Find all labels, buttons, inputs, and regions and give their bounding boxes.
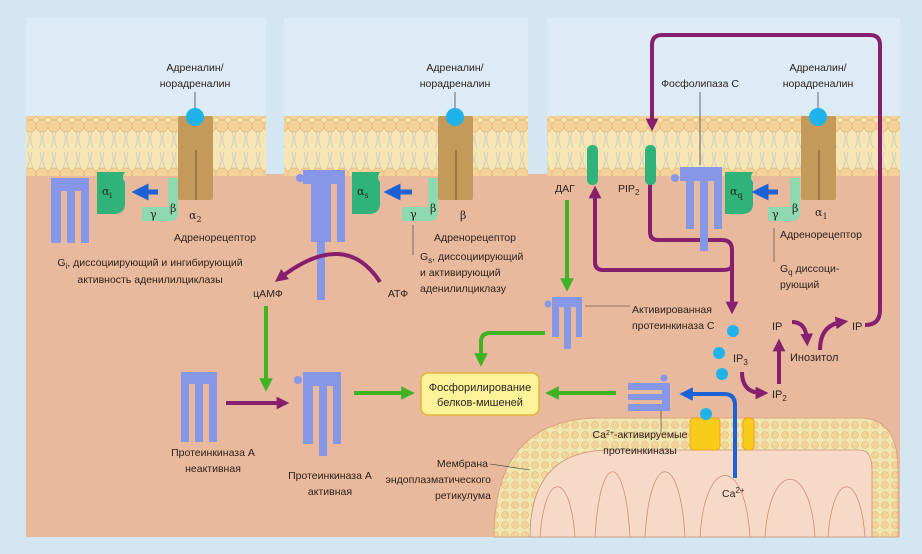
ligand-icon — [809, 108, 827, 126]
g-protein-beta-gamma-icon — [142, 178, 178, 221]
er-membrane-label: Мембрана — [437, 458, 488, 470]
beta-label: β — [430, 202, 436, 215]
ligand-label-2b: норадреналин — [420, 78, 491, 90]
gq-label-line2: рующий — [780, 279, 819, 291]
gamma-label: γ — [772, 208, 779, 221]
ip3-molecule-icon — [716, 368, 728, 380]
pka-inactive-label-line2: неактивная — [185, 463, 241, 475]
pka-active-label: Протеинкиназа А — [288, 470, 372, 482]
g-protein-beta-gamma-icon — [768, 178, 800, 221]
g-alpha-q-icon — [725, 172, 753, 214]
phospholipase-c-label: Фосфолипаза С — [661, 78, 739, 90]
alpha-q-label: αq — [730, 185, 743, 200]
ligand-label-3b: норадреналин — [783, 78, 854, 90]
ip3-molecule-icon — [727, 325, 739, 337]
extracellular-panel-2 — [284, 18, 528, 118]
receptor-type-alpha1: α1 — [815, 206, 828, 221]
plasma-membrane-3 — [547, 116, 900, 176]
er-membrane-icon — [493, 417, 899, 538]
dag-formation-arrow — [588, 185, 734, 272]
dag-label: ДАГ — [555, 183, 575, 195]
ca-kinase-label-line2: протеинкиназы — [603, 445, 677, 457]
ip-recycling-arrow — [645, 33, 882, 327]
protein-kinase-c-icon — [552, 297, 582, 349]
ligand-label-2: Адреналин/ — [426, 62, 483, 74]
gs-label-line3: аденилилциклазу — [420, 283, 507, 295]
ligand-label-1b: норадреналин — [160, 78, 231, 90]
camp-label: цАМФ — [253, 288, 283, 300]
extracellular-panel-1 — [26, 18, 266, 118]
ip-label-2: IP — [852, 321, 862, 333]
receptor-type-beta: β — [460, 209, 466, 222]
g-protein-beta-gamma-icon — [402, 178, 438, 221]
target-label: Фосфорилирование — [429, 382, 531, 394]
ip3-molecule-icon — [713, 347, 725, 359]
gamma-label: γ — [150, 208, 157, 221]
phospholipase-c-icon — [680, 167, 722, 251]
adrenoreceptor-icon — [801, 116, 836, 200]
protein-kinase-a-inactive-icon — [181, 372, 217, 442]
lipid-icon-pip2 — [645, 145, 656, 185]
atp-to-camp-arrow — [274, 252, 382, 284]
ip3-to-ip2-arrow — [740, 371, 769, 400]
er-membrane-label-line2: эндоплазматического — [385, 474, 491, 486]
ip3-label: IP3 — [733, 353, 748, 367]
ca-kinase-label: Ca2+-активируемые — [593, 429, 688, 441]
ligand-label-1: Адреналин/ — [166, 62, 223, 74]
pkc-to-target-arrow — [474, 331, 545, 367]
adrenoreceptor-label: Адренорецептор — [434, 232, 516, 244]
adenylyl-cyclase-icon — [303, 170, 345, 300]
g-alpha-s-icon — [352, 172, 380, 214]
beta-label: β — [170, 202, 176, 215]
pip2-hydrolysis-arrow — [648, 180, 739, 315]
calcium-channel-icon — [689, 408, 755, 451]
target-label-line2: белков-мишеней — [437, 397, 523, 409]
ip2-label: IP2 — [772, 389, 787, 403]
adrenoreceptor-icon — [178, 116, 213, 200]
gs-label: Gs, диссоциирующий — [420, 251, 524, 265]
adrenoreceptor-label: Адренорецептор — [780, 229, 862, 241]
pip2-label: PIP2 — [618, 183, 640, 197]
lipid-icon-dag — [587, 145, 598, 185]
gamma-label: γ — [410, 208, 417, 221]
gi-label-line2: активность аденилилциклазы — [77, 274, 222, 286]
calcium-release-arrow — [679, 387, 737, 478]
plasma-membrane-2 — [284, 116, 528, 176]
g-alpha-i-icon — [97, 172, 125, 214]
gs-label-line2: и активирующий — [420, 267, 501, 279]
receptor-type-alpha2: α2 — [189, 209, 202, 224]
gi-label: Gi, диссоциирующий и ингибирующий — [57, 257, 242, 271]
ligand-label-3: Адреналин/ — [789, 62, 846, 74]
atp-label: АТФ — [388, 288, 408, 300]
ca-activated-kinase-icon — [628, 383, 670, 411]
er-membrane-label-line3: ретикулума — [435, 490, 491, 502]
adrenoreceptor-label: Адренорецептор — [174, 232, 256, 244]
inositol-to-ip-arrow — [818, 316, 849, 351]
beta-label: β — [792, 202, 798, 215]
adrenoreceptor-icon — [438, 116, 473, 200]
pkc-label-line2: протеинкиназа С — [632, 320, 715, 332]
adenylyl-cyclase-icon — [51, 178, 89, 243]
inositol-label: Инозитол — [790, 352, 838, 364]
protein-kinase-a-active-icon — [303, 372, 341, 456]
gq-label: Gq диссоци- — [780, 263, 840, 277]
ip-to-inositol-arrow — [791, 320, 814, 347]
alpha-i-label: αi — [102, 185, 112, 200]
pkc-label: Активированная — [632, 304, 712, 316]
plasma-membrane-1 — [26, 116, 266, 176]
target-phosphorylation-box: Фосфорилирование белков-мишеней — [420, 372, 540, 416]
alpha-s-label: αs — [357, 185, 369, 200]
ligand-icon — [446, 108, 464, 126]
calcium-label: Ca2+ — [722, 486, 745, 500]
pka-inactive-label: Протеинкиназа А — [171, 447, 255, 459]
ip-label-1: IP — [772, 321, 782, 333]
pka-active-label-line2: активная — [308, 486, 352, 498]
ligand-icon — [186, 108, 204, 126]
